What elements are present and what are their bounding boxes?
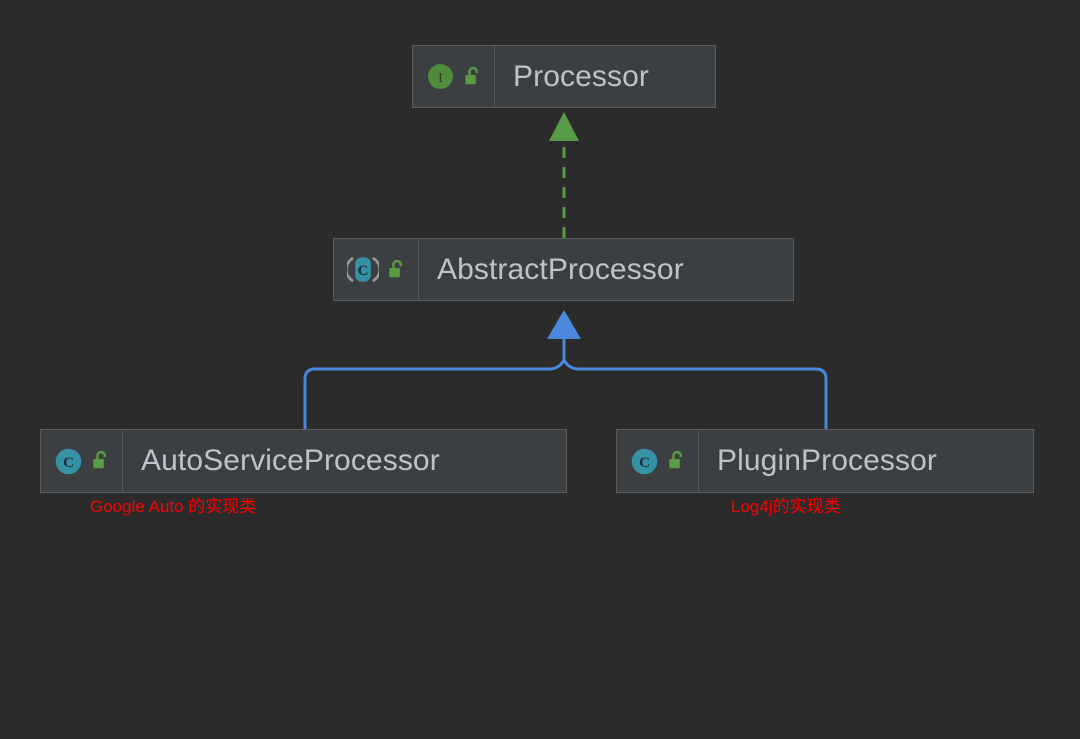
unlocked-padlock-icon — [465, 66, 478, 84]
realization-edge-abstractprocessor-processor — [549, 112, 579, 238]
uml-node-gutter: I — [413, 46, 495, 107]
abstract-class-icon: C — [347, 256, 379, 283]
realization-arrow-head — [549, 112, 579, 141]
uml-node-pluginprocessor[interactable]: C PluginProcessor — [616, 429, 1034, 493]
generalization-edge-pluginprocessor — [562, 337, 828, 429]
interface-icon: I — [428, 64, 453, 89]
svg-text:C: C — [63, 455, 74, 471]
generalization-edge-group — [303, 310, 828, 429]
svg-text:C: C — [639, 455, 650, 471]
annotation-plugin-note: Log4j的实现类 — [731, 497, 841, 516]
generalization-edge-autoserviceprocessor — [303, 337, 566, 429]
unlocked-padlock-icon — [669, 450, 682, 469]
uml-node-label: Processor — [513, 59, 649, 93]
uml-node-gutter: C — [334, 239, 419, 300]
uml-node-label: AbstractProcessor — [437, 252, 684, 286]
uml-node-gutter: C — [617, 430, 699, 492]
class-icon: C — [631, 448, 658, 474]
uml-node-label: PluginProcessor — [717, 444, 937, 477]
class-icon: C — [55, 448, 82, 474]
uml-node-gutter: C — [41, 430, 123, 492]
svg-text:I: I — [438, 71, 443, 86]
unlocked-padlock-icon — [389, 259, 402, 277]
annotation-auto-service-note: Google Auto 的实现类 — [90, 497, 257, 516]
uml-node-label: AutoServiceProcessor — [141, 444, 440, 477]
uml-node-processor[interactable]: I Processor — [412, 45, 716, 108]
svg-text:C: C — [358, 263, 369, 279]
generalization-arrow-head — [547, 310, 581, 339]
uml-node-autoserviceprocessor[interactable]: C AutoServiceProcessor — [40, 429, 567, 493]
unlocked-padlock-icon — [93, 450, 106, 469]
uml-node-abstractprocessor[interactable]: C AbstractProcessor — [333, 238, 794, 301]
